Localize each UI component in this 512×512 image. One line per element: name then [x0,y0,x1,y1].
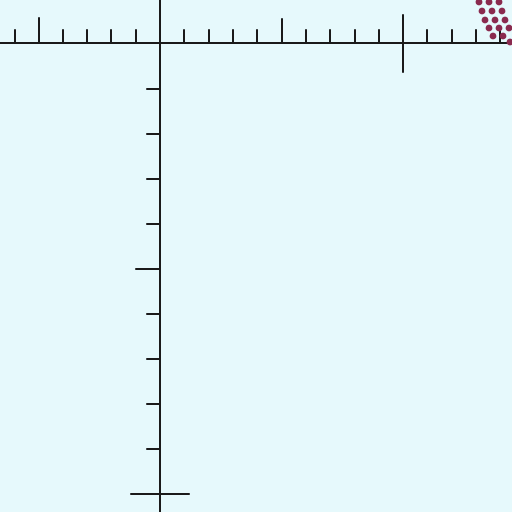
dot [488,7,496,15]
dot [491,16,499,24]
dot [495,0,503,6]
dot [499,32,507,40]
dot [495,24,503,32]
dot [485,0,493,6]
dot [475,0,483,6]
dot [505,24,512,32]
dot [501,16,509,24]
dot [506,38,512,46]
dot [489,32,497,40]
dot [485,24,493,32]
dot [481,16,489,24]
dot [498,7,506,15]
dot-cluster [475,0,512,46]
dot [478,7,486,15]
